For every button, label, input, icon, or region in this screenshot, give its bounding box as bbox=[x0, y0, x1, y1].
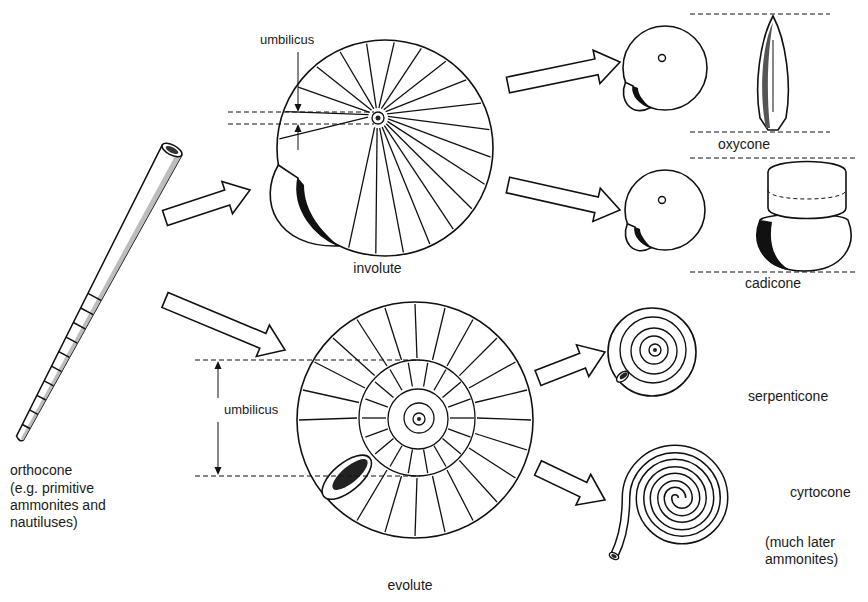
shape-name: (much later ammonites) bbox=[765, 534, 865, 568]
block-arrow bbox=[535, 461, 605, 505]
shape-name: involute bbox=[250, 260, 505, 277]
shell-figure: cadicone bbox=[620, 156, 856, 296]
block-arrow bbox=[162, 293, 285, 357]
dimension-label: umbilicus bbox=[222, 402, 280, 418]
umbilicus-dimension bbox=[228, 52, 374, 150]
umbilicus-dimension bbox=[195, 360, 420, 476]
shape-name: cyrtocone bbox=[790, 484, 851, 501]
serpenticone-shell bbox=[608, 308, 696, 396]
shell-figure: evolute bbox=[285, 280, 538, 598]
cadicone-shell bbox=[625, 158, 856, 272]
block-arrow bbox=[535, 345, 605, 386]
shape-name: (e.g. primitive ammonites and nautiluses… bbox=[10, 480, 130, 530]
shell-figure: oxycone bbox=[620, 8, 830, 156]
oxycone-shell bbox=[623, 14, 830, 132]
shell-figure: involute bbox=[250, 40, 508, 280]
block-arrow bbox=[163, 181, 251, 225]
evolute-shell bbox=[297, 302, 533, 538]
involute-shell bbox=[270, 40, 493, 256]
shape-name: orthocone bbox=[10, 462, 72, 479]
shell-figure: cyrtocone (much later ammonites) bbox=[605, 432, 868, 596]
shell-figure: serpenticone bbox=[605, 305, 862, 428]
orthocone-shell bbox=[17, 140, 185, 440]
shape-name: serpenticone bbox=[748, 388, 828, 405]
dimension-label: umbilicus bbox=[258, 32, 316, 48]
shape-name: oxycone bbox=[718, 136, 770, 153]
cyrtocone-shell bbox=[608, 449, 724, 561]
shell-figure: orthocone(e.g. primitive ammonites and n… bbox=[5, 125, 165, 555]
shape-name: cadicone bbox=[745, 275, 801, 292]
shape-name: evolute bbox=[285, 577, 535, 594]
block-arrow bbox=[506, 50, 620, 93]
block-arrow bbox=[506, 177, 620, 221]
